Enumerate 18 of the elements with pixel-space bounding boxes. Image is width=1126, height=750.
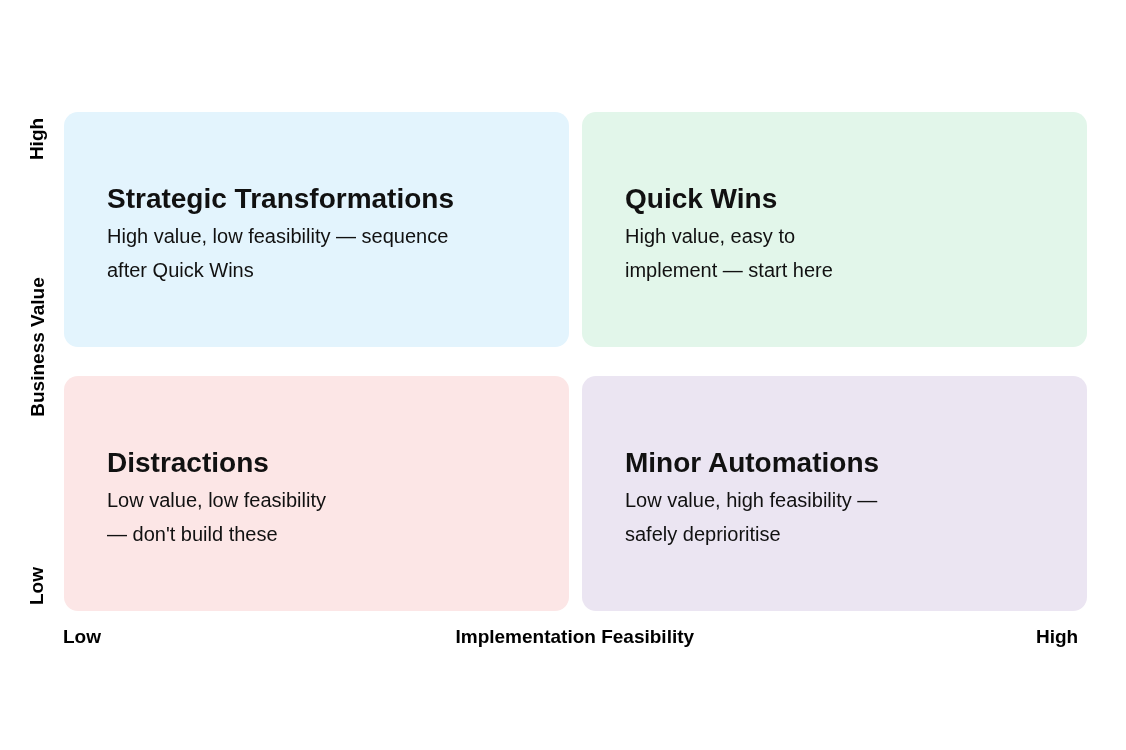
quadrant-box: [64, 376, 569, 611]
quadrant-description: High value, easy to implement — start here: [625, 223, 834, 283]
axis-end-label: High: [26, 117, 49, 161]
quadrant-description: Low value, high feasibility — safely deprioritise: [625, 487, 879, 547]
quadrant-title: Minor Automations: [625, 445, 880, 480]
axis-end-label: Low: [26, 567, 48, 605]
quadrant-title: Strategic Transformations: [107, 181, 454, 216]
axis-title: Implementation Feasibility: [455, 626, 695, 648]
quadrant-box: [64, 112, 569, 347]
quadrant-description: High value, low feasibility — sequence after Quick Wins: [107, 223, 450, 283]
axis-end-label: Low: [63, 626, 101, 648]
quadrant-title: Quick Wins: [625, 181, 778, 216]
axis-end-label: High: [1036, 626, 1079, 648]
quadrant-title: Distractions: [107, 445, 269, 480]
axis-title: Business Value: [26, 277, 49, 417]
quadrant-description: Low value, low feasibility — don't build these: [107, 487, 327, 547]
quadrant-box: [582, 376, 1087, 611]
quadrant-box: [582, 112, 1087, 347]
